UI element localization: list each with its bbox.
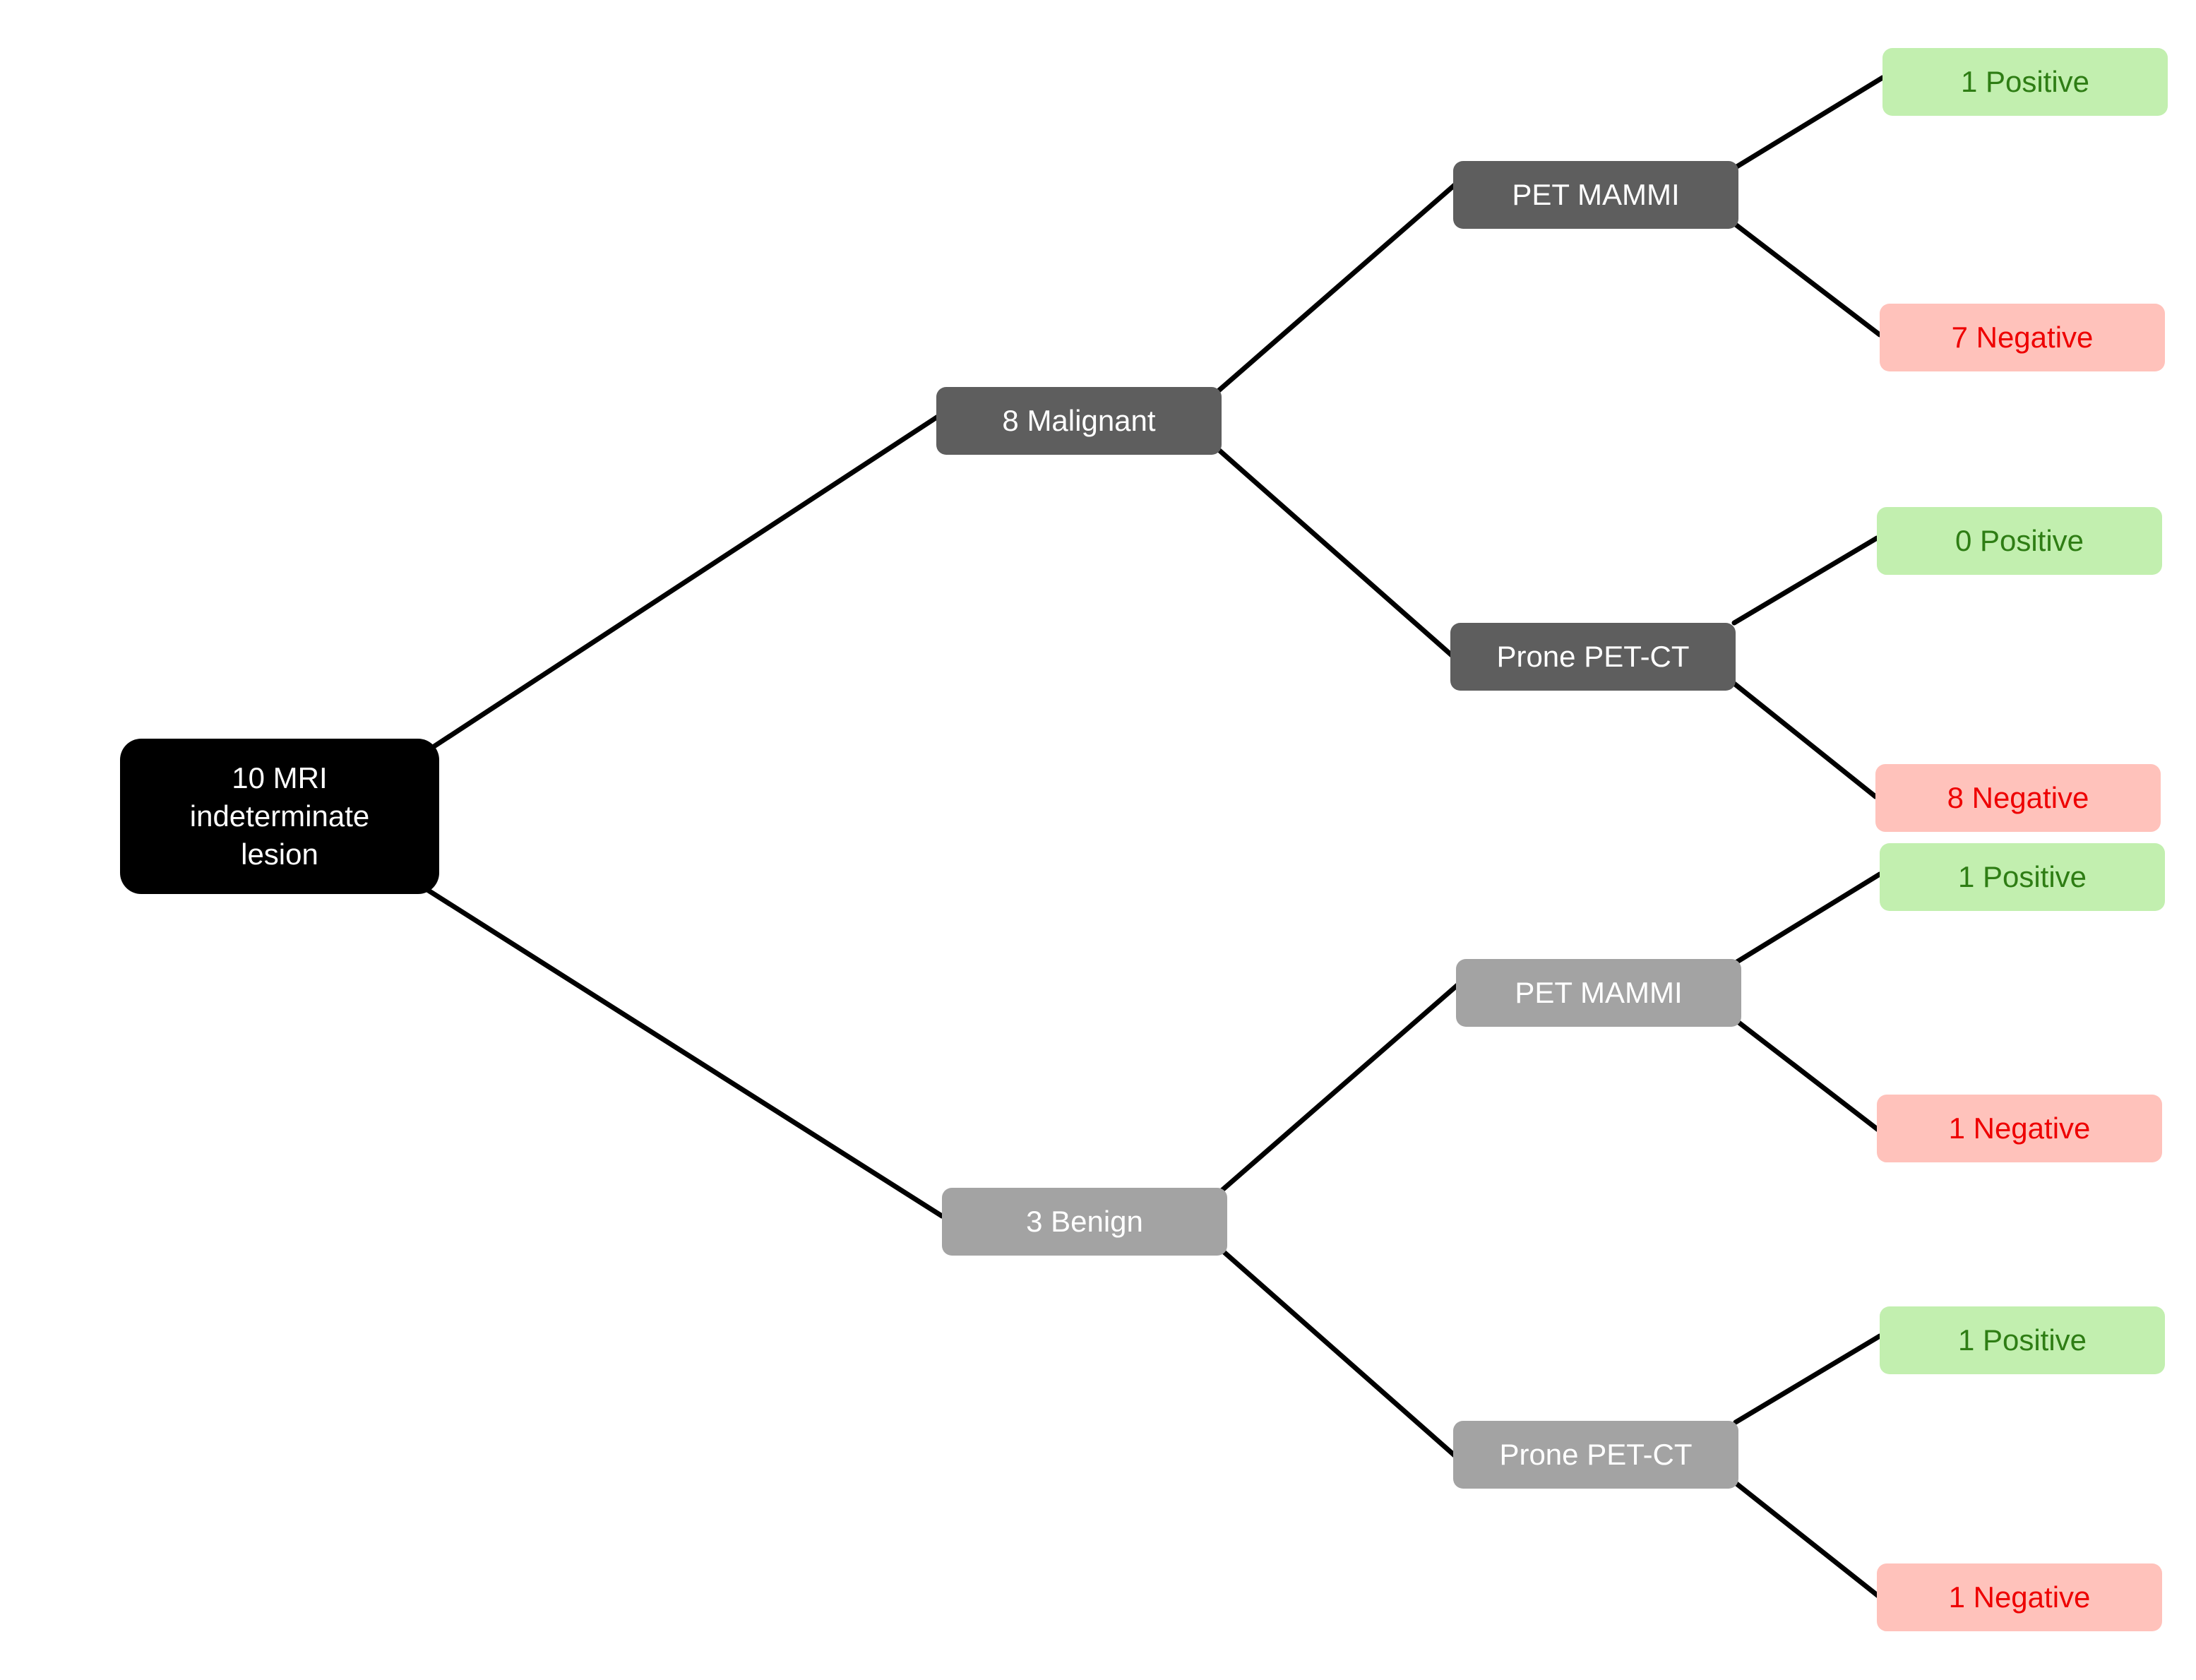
benign-node: 3 Benign xyxy=(942,1188,1227,1256)
edge-m-prone-negative xyxy=(1731,681,1878,799)
edge-b-prone-negative xyxy=(1733,1480,1881,1599)
root-node: 10 MRI indeterminate lesion xyxy=(120,739,439,894)
edge-b-petmammi-negative xyxy=(1734,1018,1881,1133)
benign-pet-mammi-negative: 1 Negative xyxy=(1877,1095,2162,1162)
edge-b-petmammi-positive xyxy=(1734,871,1882,965)
malignant-node: 8 Malignant xyxy=(936,387,1222,455)
benign-pet-mammi-positive: 1 Positive xyxy=(1880,843,2165,911)
edge-b-prone-positive xyxy=(1733,1333,1882,1425)
edge-malignant-petmammi xyxy=(1216,182,1457,393)
malignant-prone-pet-ct-negative: 8 Negative xyxy=(1875,764,2161,832)
malignant-pet-mammi-positive: 1 Positive xyxy=(1882,48,2168,116)
malignant-pet-mammi-node: PET MAMMI xyxy=(1453,161,1738,229)
benign-prone-pet-ct-negative: 1 Negative xyxy=(1877,1563,2162,1631)
edge-root-benign xyxy=(422,886,945,1219)
edge-m-petmammi-negative xyxy=(1733,222,1882,338)
edge-m-prone-positive xyxy=(1731,535,1880,626)
benign-prone-pet-ct-positive: 1 Positive xyxy=(1880,1306,2165,1374)
benign-prone-pet-ct-node: Prone PET-CT xyxy=(1453,1421,1738,1489)
edge-benign-prone xyxy=(1219,1247,1457,1458)
edge-root-malignant xyxy=(428,414,941,751)
malignant-prone-pet-ct-positive: 0 Positive xyxy=(1877,507,2162,575)
edge-m-petmammi-positive xyxy=(1733,75,1885,170)
malignant-pet-mammi-negative: 7 Negative xyxy=(1880,304,2165,371)
edge-benign-petmammi xyxy=(1219,982,1460,1193)
benign-pet-mammi-node: PET MAMMI xyxy=(1456,959,1741,1027)
malignant-prone-pet-ct-node: Prone PET-CT xyxy=(1450,623,1736,691)
edge-malignant-prone xyxy=(1216,447,1455,658)
